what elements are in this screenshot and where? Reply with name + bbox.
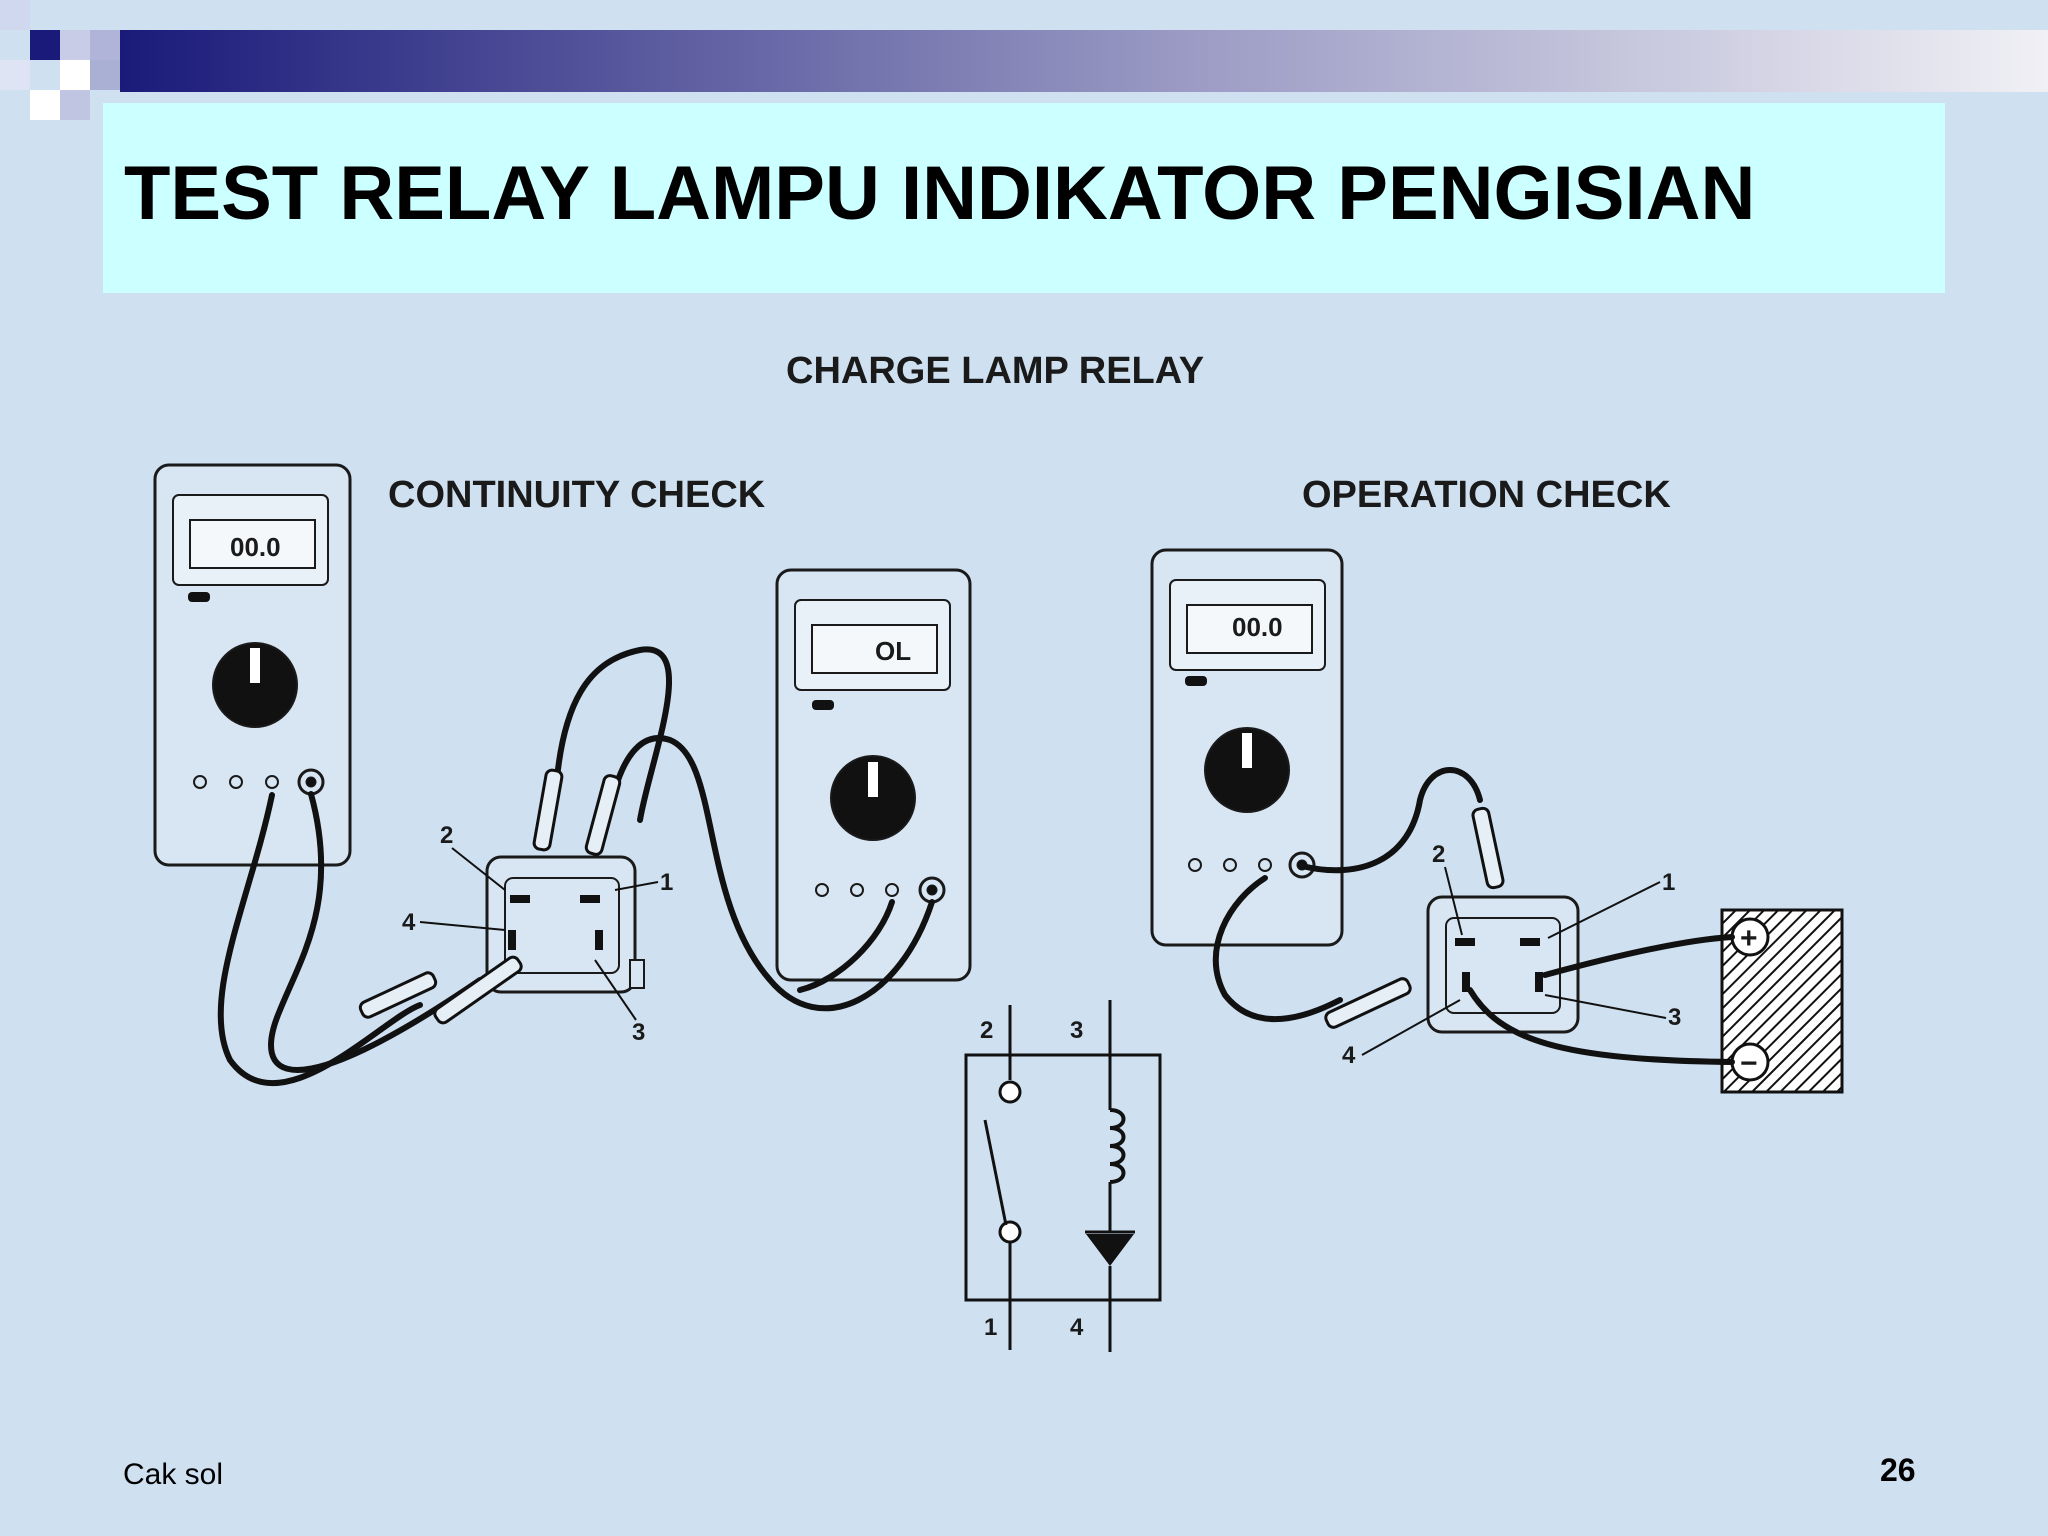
figure-heading: CHARGE LAMP RELAY: [786, 350, 1204, 392]
schematic-terminal-4-label: 4: [1070, 1314, 1084, 1341]
meter-right-reading: OL: [875, 636, 911, 666]
continuity-terminal-3-label: 3: [632, 1019, 645, 1046]
operation-terminal-1-label: 1: [1662, 869, 1675, 896]
multimeter-left: [153, 463, 352, 867]
operation-probes: [1324, 806, 1505, 1029]
header-gradient-bar: [120, 30, 2048, 92]
operation-terminal-3-label: 3: [1668, 1004, 1681, 1031]
continuity-check-label: CONTINUITY CHECK: [388, 474, 766, 516]
slide-title: TEST RELAY LAMPU INDIKATOR PENGISIAN: [124, 151, 1756, 236]
relay-schematic: [964, 1000, 1162, 1352]
operation-terminal-2-label: 2: [1432, 841, 1445, 868]
continuity-test-leads: [217, 646, 935, 1087]
title-box: [103, 103, 1945, 293]
schematic-diode: [1086, 1234, 1134, 1266]
continuity-probes: [358, 768, 622, 1025]
relay-continuity: [485, 855, 645, 994]
battery: [1720, 908, 1844, 1094]
battery-positive-label: +: [1740, 922, 1758, 955]
page-number: 26: [1880, 1452, 1916, 1488]
multimeter-operation: [1150, 548, 1344, 947]
meter-operation-reading: 00.0: [1232, 612, 1283, 642]
footer-author: Cak sol: [123, 1458, 224, 1491]
battery-negative-label: −: [1740, 1047, 1758, 1080]
continuity-terminal-4-label: 4: [402, 909, 416, 936]
continuity-leader-lines: [419, 847, 659, 1021]
continuity-terminal-1-label: 1: [660, 869, 673, 896]
operation-check-label: OPERATION CHECK: [1302, 474, 1671, 516]
operation-test-leads: [1212, 767, 1735, 1065]
deco-square-dark: [30, 30, 60, 60]
operation-terminal-4-label: 4: [1342, 1042, 1356, 1069]
operation-leader-lines: [1361, 866, 1667, 1056]
multimeter-continuity-right: [775, 568, 972, 982]
schematic-terminal-2-label: 2: [980, 1017, 993, 1044]
schematic-terminal-1-label: 1: [984, 1314, 997, 1341]
relay-operation: [1426, 895, 1580, 1034]
continuity-terminal-2-label: 2: [440, 822, 453, 849]
schematic-terminal-3-label: 3: [1070, 1017, 1083, 1044]
meter-left-reading: 00.0: [230, 532, 281, 562]
